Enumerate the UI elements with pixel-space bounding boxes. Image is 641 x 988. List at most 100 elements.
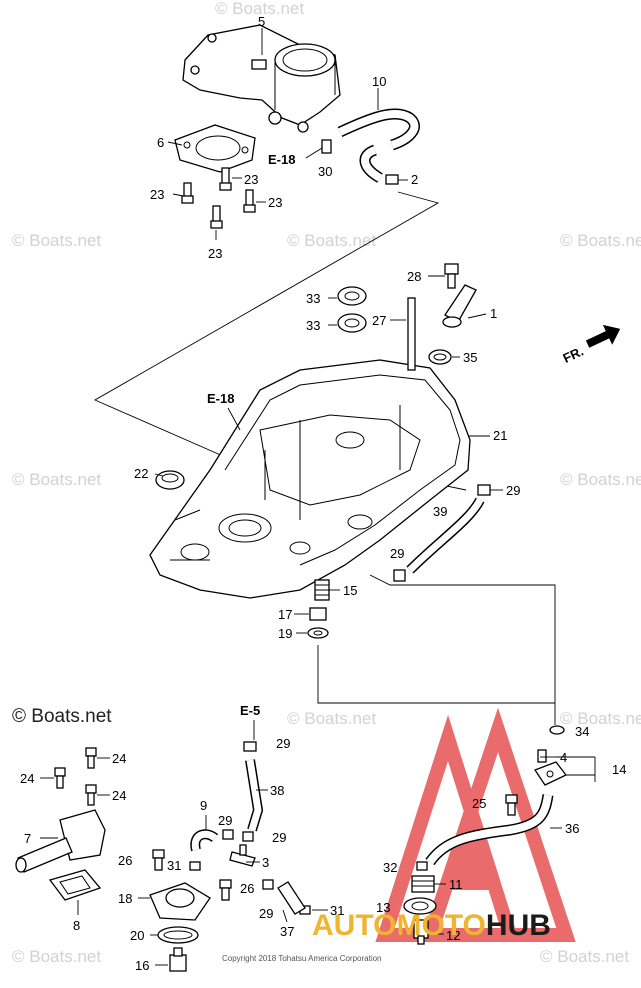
watermark: © Boats.net (12, 470, 101, 489)
callout-26: 26 (240, 881, 254, 896)
callout-13: 13 (376, 900, 390, 915)
callout-34: 34 (575, 724, 589, 739)
callout-25: 25 (472, 796, 486, 811)
bolt-part-25 (505, 794, 518, 816)
leader-lines (40, 28, 596, 966)
watermarks: © Boats.net © Boats.net © Boats.net © Bo… (12, 0, 641, 966)
callout-21: 21 (493, 428, 507, 443)
callout-22: 22 (134, 466, 148, 481)
callout-20: 20 (130, 928, 144, 943)
assembly-lines (94, 191, 556, 725)
callout-36: 36 (565, 821, 579, 836)
pipe-part-7 (15, 809, 106, 873)
brand-text: AUTOMOTOHUB (312, 909, 551, 942)
front-label: FR. (561, 343, 586, 365)
watermark-main: © Boats.net (12, 706, 112, 727)
spring-part-15 (314, 579, 330, 601)
callout-2: 2 (411, 172, 418, 187)
callout-23: 23 (268, 195, 282, 210)
cover-part-18 (149, 882, 211, 921)
bolts-part-24 (54, 747, 97, 806)
brand-part-2: MOTO (396, 909, 485, 942)
plate-part-21 (149, 359, 471, 599)
callout-28: 28 (407, 269, 421, 284)
callout-39: 39 (433, 504, 447, 519)
hose-part-10 (321, 108, 420, 185)
callout-24: 24 (112, 788, 126, 803)
callout-26: 26 (118, 853, 132, 868)
oring-part-20 (157, 926, 199, 944)
watermark: © Boats.net (560, 231, 641, 250)
callout-33: 33 (306, 318, 320, 333)
callout-23: 23 (208, 246, 222, 261)
housing-part-5 (182, 24, 341, 133)
watermark: © Boats.net (12, 947, 101, 966)
reference-e18: E-18 (207, 391, 234, 406)
brand-triangle-right-icon (420, 707, 576, 942)
brand-part-1: AUTO (312, 909, 396, 942)
callout-16: 16 (135, 958, 149, 973)
callout-37: 37 (280, 924, 294, 939)
callout-30: 30 (318, 164, 332, 179)
washer-part-34 (549, 725, 565, 735)
watermark: © Boats.net (215, 0, 304, 18)
seals-part-33 (337, 286, 367, 333)
clip-part-32 (416, 861, 428, 871)
clamps-part-29 (222, 829, 274, 890)
copyright-text: Copyright 2018 Tohatsu America Corporati… (222, 954, 382, 963)
watermark: © Boats.net (287, 231, 376, 250)
callout-17: 17 (278, 607, 292, 622)
reference-e18: E-18 (268, 152, 295, 167)
watermark: © Boats.net (560, 470, 641, 489)
callout-24: 24 (20, 771, 34, 786)
callout-24: 24 (112, 751, 126, 766)
oring-part-35 (428, 349, 452, 365)
callout-29: 29 (276, 736, 290, 751)
callout-31: 31 (167, 858, 181, 873)
bracket-part-14 (534, 761, 568, 786)
callout-32: 32 (383, 860, 397, 875)
watermark: © Boats.net (560, 709, 641, 728)
callout-14: 14 (612, 762, 626, 777)
callout-29: 29 (272, 830, 286, 845)
callout-38: 38 (270, 783, 284, 798)
bolts-part-23 (181, 167, 256, 229)
callout-labels: 5 10 6 30 2 23 23 23 23 28 1 33 33 27 35… (20, 14, 626, 973)
hose-part-37 (277, 881, 306, 915)
callout-23: 23 (150, 187, 164, 202)
valve-part-11 (411, 875, 435, 893)
callout-23: 23 (244, 172, 258, 187)
callout-1: 1 (490, 306, 497, 321)
callout-15: 15 (343, 583, 357, 598)
brand-triangle-inner-icon (448, 830, 496, 890)
hose-part-36 (425, 794, 554, 866)
watermark: © Boats.net (12, 231, 101, 250)
callout-18: 18 (118, 891, 132, 906)
bracket-part-4 (537, 749, 547, 763)
callout-27: 27 (372, 313, 386, 328)
front-indicator: FR. (561, 324, 621, 366)
callout-6: 6 (157, 135, 164, 150)
bolt-part-26 (152, 849, 232, 901)
hose-part-38 (243, 741, 264, 832)
stud-part-27 (407, 297, 416, 371)
watermark: © Boats.net (540, 947, 629, 966)
callout-31: 31 (330, 903, 344, 918)
callout-3: 3 (262, 855, 269, 870)
watermark: © Boats.net (287, 709, 376, 728)
callout-7: 7 (24, 831, 31, 846)
callout-8: 8 (73, 918, 80, 933)
valve-part-17 (309, 607, 327, 621)
callout-29: 29 (218, 813, 232, 828)
reference-labels: E-18 E-18 E-5 (207, 147, 323, 740)
plug-part-12 (413, 919, 429, 945)
plug-part-16 (169, 947, 187, 972)
joint-part-3 (229, 844, 256, 867)
plug-part-22 (155, 470, 185, 490)
callout-29: 29 (390, 546, 404, 561)
callout-19: 19 (278, 626, 292, 641)
brand-wordmark: AUTOMOTOHUB (312, 909, 551, 942)
gasket-part-6 (174, 124, 256, 173)
washer-part-19 (307, 627, 329, 639)
